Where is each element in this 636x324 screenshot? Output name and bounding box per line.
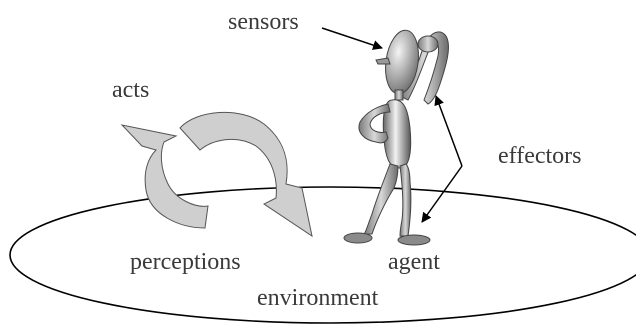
effectors-arrow-leg	[422, 166, 462, 222]
sensors-arrow	[322, 28, 382, 48]
effectors-label: effectors	[498, 142, 582, 170]
agent-label: agent	[388, 248, 440, 276]
circular-arrows-icon	[122, 112, 312, 236]
effectors-arrow-arm	[436, 96, 462, 166]
environment-label: environment	[257, 284, 378, 312]
sensors-label: sensors	[228, 8, 299, 36]
perceptions-label: perceptions	[130, 248, 241, 276]
stick-figure-agent-icon	[344, 28, 448, 245]
acts-label: acts	[112, 76, 149, 104]
